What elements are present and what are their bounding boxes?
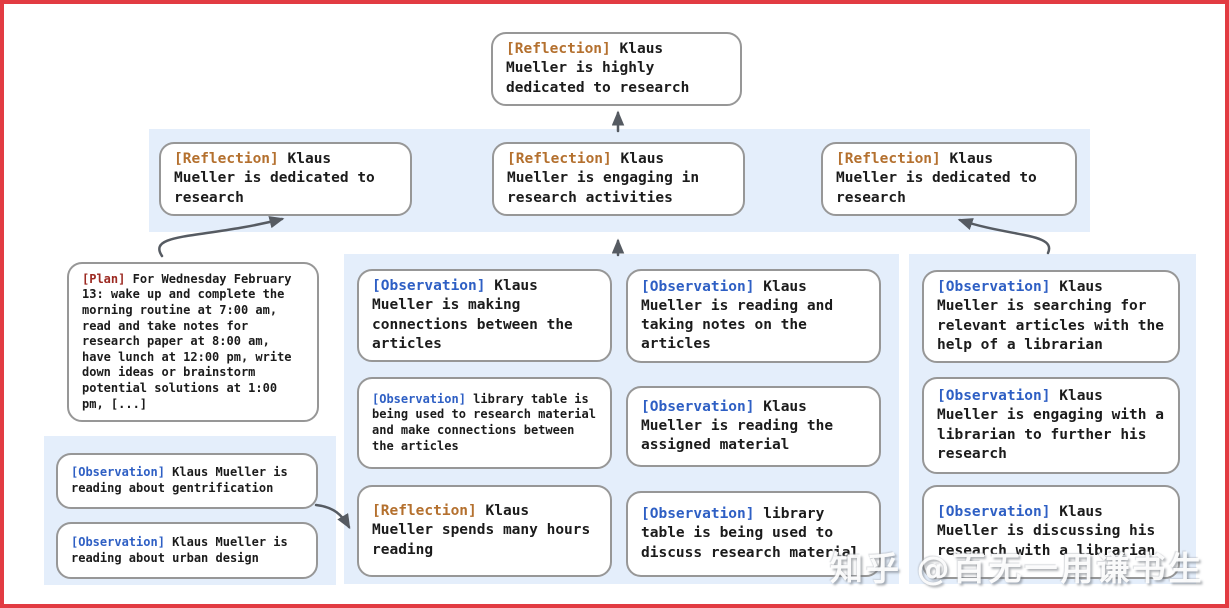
reflection-tag: [Reflection] (174, 151, 279, 168)
reflection-tag: [Reflection] (372, 503, 477, 520)
node-content: [Observation] Klaus Mueller is reading a… (71, 535, 303, 566)
memory-node-reflection-hours-reading: [Reflection] Klaus Mueller spends many h… (357, 485, 612, 577)
node-text: library table is being used to research … (372, 391, 596, 453)
zhihu-watermark: 知乎 @百无一用谦书生 (830, 549, 1205, 588)
node-text: Klaus Mueller is reading and taking note… (641, 278, 834, 353)
memory-node-obs-discussing-research: [Observation] Klaus Mueller is discussin… (922, 485, 1180, 579)
observation-tag: [Observation] (641, 278, 755, 295)
node-content: [Observation] library table is being use… (372, 392, 597, 454)
memory-node-obs-taking-notes: [Observation] Klaus Mueller is reading a… (626, 269, 881, 363)
node-content: [Observation] Klaus Mueller is discussin… (937, 503, 1165, 560)
node-text: library table is being used to discuss r… (641, 506, 860, 561)
node-content: [Reflection] Klaus Mueller is highly ded… (506, 40, 727, 97)
memory-node-reflection-middle: [Reflection] Klaus Mueller is engaging i… (492, 142, 745, 216)
node-text: Klaus Mueller is reading the assigned ma… (641, 398, 834, 454)
observation-tag: [Observation] (937, 504, 1051, 521)
node-content: [Observation] Klaus Mueller is searching… (937, 278, 1165, 355)
node-content: [Observation] Klaus Mueller is making co… (372, 277, 597, 354)
memory-node-obs-searching-articles: [Observation] Klaus Mueller is searching… (922, 270, 1180, 363)
reflection-tag: [Reflection] (836, 151, 941, 168)
memory-node-plan: [Plan] For Wednesday February 13: wake u… (67, 262, 319, 422)
observation-tag: [Observation] (937, 279, 1051, 296)
memory-node-root-reflection: [Reflection] Klaus Mueller is highly ded… (491, 32, 742, 106)
observation-tag: [Observation] (372, 391, 466, 406)
node-content: [Observation] Klaus Mueller is reading t… (641, 398, 866, 455)
node-content: [Reflection] Klaus Mueller is dedicated … (836, 150, 1062, 207)
node-content: [Reflection] Klaus Mueller spends many h… (372, 502, 597, 559)
observation-tag: [Observation] (937, 388, 1051, 405)
node-text: Klaus Mueller is engaging with a librari… (937, 388, 1164, 462)
node-content: [Reflection] Klaus Mueller is engaging i… (507, 150, 730, 207)
memory-node-obs-assigned-material: [Observation] Klaus Mueller is reading t… (626, 386, 881, 467)
node-content: [Reflection] Klaus Mueller is dedicated … (174, 150, 397, 207)
node-text: Klaus Mueller is reading about urban des… (71, 534, 288, 565)
node-text: For Wednesday February 13: wake up and c… (82, 271, 292, 411)
reflection-tag: [Reflection] (507, 151, 612, 168)
memory-node-reflection-left: [Reflection] Klaus Mueller is dedicated … (159, 142, 412, 216)
node-content: [Plan] For Wednesday February 13: wake u… (82, 272, 304, 412)
node-text: Klaus Mueller spends many hours reading (372, 503, 591, 558)
memory-node-obs-gentrification: [Observation] Klaus Mueller is reading a… (56, 453, 318, 509)
memory-node-obs-connections: [Observation] Klaus Mueller is making co… (357, 269, 612, 362)
memory-node-obs-library-table-discuss: [Observation] library table is being use… (626, 491, 881, 577)
observation-tag: [Observation] (641, 506, 755, 523)
node-text: Klaus Mueller is dedicated to research (836, 151, 1037, 206)
plan-tag: [Plan] (82, 271, 126, 286)
node-text: Klaus Mueller is engaging in research ac… (507, 151, 700, 206)
node-content: [Observation] library table is being use… (641, 505, 866, 562)
observation-tag: [Observation] (372, 278, 486, 295)
node-content: [Observation] Klaus Mueller is reading a… (641, 278, 866, 355)
observation-tag: [Observation] (71, 534, 165, 549)
node-text: Klaus Mueller is searching for relevant … (937, 279, 1164, 353)
reflection-tag: [Reflection] (506, 41, 611, 58)
node-text: Klaus Mueller is highly dedicated to res… (506, 41, 690, 96)
node-text: Klaus Mueller is making connections betw… (372, 278, 573, 352)
node-content: [Observation] Klaus Mueller is engaging … (937, 387, 1165, 464)
node-text: Klaus Mueller is dedicated to research (174, 151, 375, 206)
observation-tag: [Observation] (641, 398, 755, 415)
memory-node-obs-urban-design: [Observation] Klaus Mueller is reading a… (56, 522, 318, 579)
memory-node-reflection-right: [Reflection] Klaus Mueller is dedicated … (821, 142, 1077, 216)
memory-node-obs-library-table-research: [Observation] library table is being use… (357, 377, 612, 469)
memory-node-obs-engaging-librarian: [Observation] Klaus Mueller is engaging … (922, 377, 1180, 474)
node-text: Klaus Mueller is discussing his research… (937, 504, 1156, 559)
node-text: Klaus Mueller is reading about gentrific… (71, 465, 288, 495)
node-content: [Observation] Klaus Mueller is reading a… (71, 465, 303, 496)
observation-tag: [Observation] (71, 465, 165, 480)
